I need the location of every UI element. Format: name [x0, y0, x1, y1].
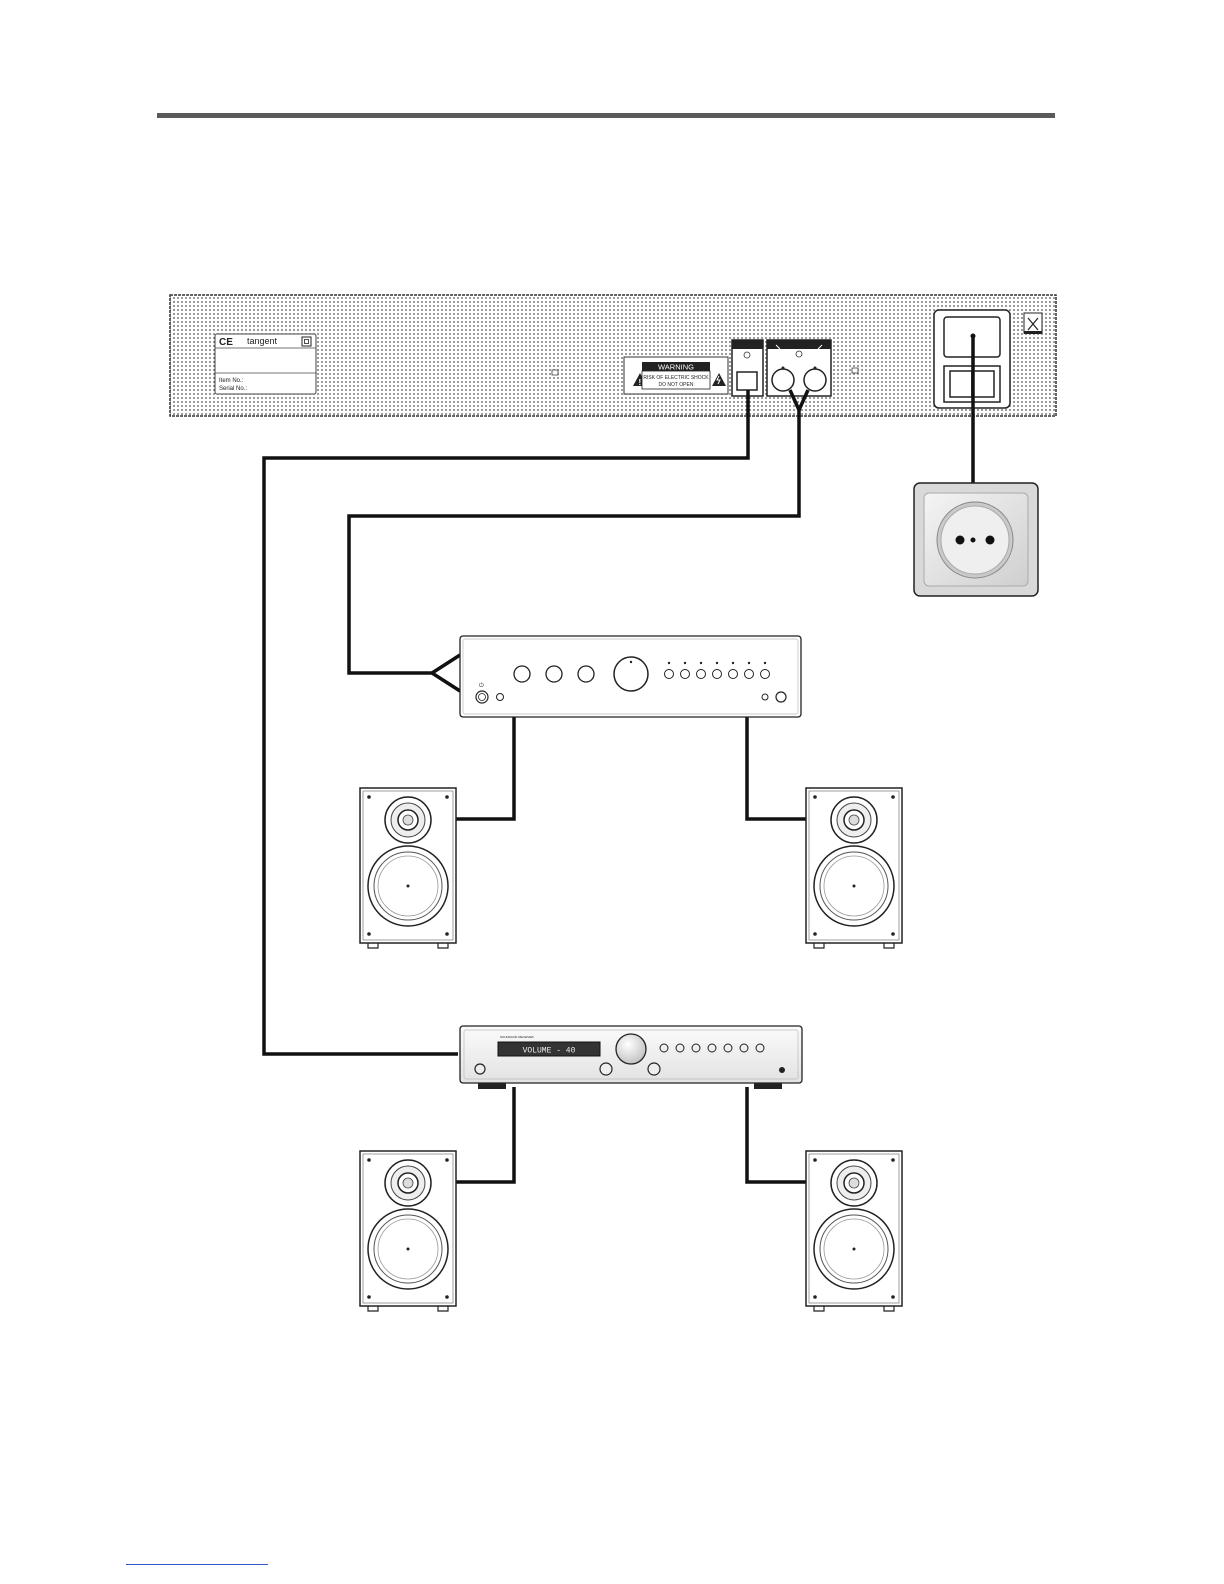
warning-line2: DO NOT OPEN: [659, 382, 694, 388]
receiver-tune-up-button[interactable]: [648, 1063, 660, 1075]
amp-cable-right: [747, 717, 806, 819]
bass-knob[interactable]: [514, 666, 530, 682]
receiver-headphone-jack[interactable]: [779, 1067, 785, 1073]
speaker-icon: [806, 1151, 902, 1311]
standby-button[interactable]: [776, 692, 786, 702]
analog-cable-split: [432, 655, 460, 691]
weee-bin-icon: [1024, 313, 1042, 334]
receiver-power-button[interactable]: [475, 1064, 485, 1074]
digital-output-socket[interactable]: [732, 340, 763, 396]
receiver-cable-left: [456, 1087, 514, 1182]
item-no-label: Item No.:: [219, 378, 244, 384]
svg-text:SOUNDLINK RECEIVER: SOUNDLINK RECEIVER: [500, 1035, 535, 1039]
rear-panel: CE tangent Item No.: Serial No.: ! WARNI…: [170, 295, 1056, 416]
balance-knob[interactable]: [578, 666, 594, 682]
top-rule: [157, 113, 1055, 118]
receiver-volume-knob[interactable]: [616, 1034, 646, 1064]
wall-outlet-icon: [914, 483, 1038, 596]
svg-text:!: !: [639, 378, 642, 387]
analog-output-sockets[interactable]: [767, 340, 831, 396]
treble-knob[interactable]: [546, 666, 562, 682]
receiver: SOUNDLINK RECEIVER VOLUME - 40: [460, 1026, 802, 1089]
digital-cable: [264, 390, 748, 1054]
amplifier: ⏻: [460, 636, 801, 717]
svg-text:⏻: ⏻: [479, 682, 484, 689]
brand-label: tangent: [247, 336, 278, 346]
warning-label: ! WARNING RISK OF ELECTRIC SHOCK DO NOT …: [624, 357, 728, 394]
headphone-jack[interactable]: [497, 694, 504, 701]
analog-cable: [349, 410, 799, 673]
rating-label: CE tangent Item No.: Serial No.:: [215, 334, 316, 394]
receiver-display-text: VOLUME - 40: [523, 1047, 576, 1056]
amp-cable-left: [456, 717, 514, 819]
speaker-icon: [360, 1151, 456, 1311]
warning-title: WARNING: [658, 363, 694, 372]
ce-mark-icon: CE: [219, 337, 233, 348]
speaker-icon: [360, 788, 456, 948]
speaker-icon: [806, 788, 902, 948]
warning-line1: RISK OF ELECTRIC SHOCK: [643, 375, 709, 381]
receiver-tune-down-button[interactable]: [600, 1063, 612, 1075]
serial-no-label: Serial No.:: [219, 386, 247, 392]
receiver-cable-right: [747, 1087, 806, 1182]
